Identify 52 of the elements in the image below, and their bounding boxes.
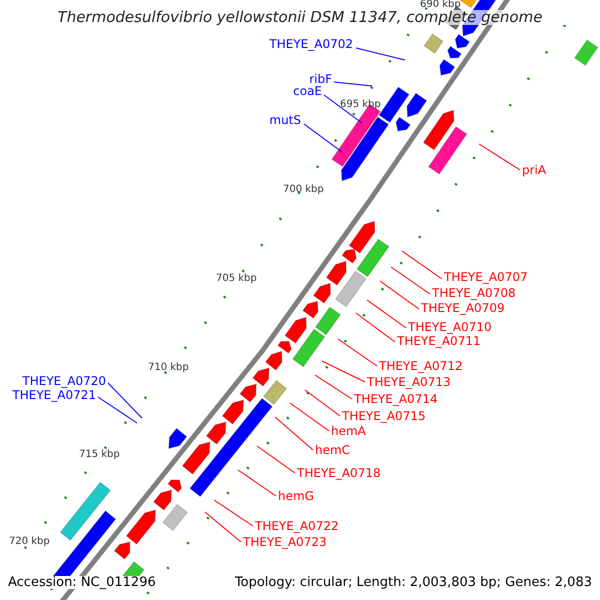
gene-label: THEYE_A0722 [255, 520, 339, 532]
gene-label: THEYE_A0710 [408, 321, 492, 333]
gene-label: THEYE_A0720 [22, 375, 106, 387]
gene-label: THEYE_A0714 [354, 393, 438, 405]
gene-label: hemC [315, 444, 350, 456]
leader-line [402, 250, 442, 280]
accession-text: Accession: NC_011296 [8, 576, 156, 589]
gene-label: THEYE_A0715 [342, 410, 426, 422]
gene-label: THEYE_A0707 [444, 271, 528, 283]
leader-line [274, 416, 314, 450]
scale-label: 705 kbp [216, 274, 257, 284]
leader-line [390, 266, 430, 294]
gene-label: hemG [278, 490, 314, 502]
leader-line [338, 338, 378, 366]
leader-line [366, 300, 406, 328]
gene-label: THEYE_A0709 [421, 302, 505, 314]
scale-label: 710 kbp [148, 363, 189, 373]
gene-label: priA [522, 164, 546, 176]
leader-line [204, 512, 242, 542]
leader-line [356, 312, 396, 342]
gene-label: THEYE_A0723 [243, 536, 327, 548]
gene-label: THEYE_A0702 [269, 38, 353, 50]
scale-label: 700 kbp [283, 185, 324, 195]
leader-line [322, 360, 366, 382]
scale-label: 695 kbp [340, 100, 381, 110]
leader-line [334, 82, 372, 86]
leader-line [304, 124, 342, 152]
leader-line [290, 402, 330, 432]
gene-label: THEYE_A0708 [432, 287, 516, 299]
leader-line [214, 500, 254, 526]
gene-label: THEYE_A0713 [367, 376, 451, 388]
gene-label: THEYE_A0718 [297, 467, 381, 479]
leader-line [98, 396, 138, 424]
leader-line [314, 374, 352, 400]
scale-label: 720 kbp [9, 537, 50, 547]
leader-line [238, 470, 276, 496]
leader-line [380, 280, 420, 310]
scale-label: 715 kbp [79, 450, 120, 460]
leader-line [356, 48, 406, 60]
gene-label: ribF [309, 73, 332, 85]
leader-line [304, 390, 340, 416]
genome-stats-text: Topology: circular; Length: 2,003,803 bp; Genes: 2,083 [234, 576, 592, 589]
gene-label: THEYE_A0711 [397, 335, 481, 347]
leader-line [324, 94, 362, 124]
leader-line [108, 382, 142, 418]
gene-label: THEYE_A0712 [379, 360, 463, 372]
gene-label: mutS [269, 114, 301, 126]
leader-line [478, 144, 520, 170]
gene-label: coaE [293, 85, 322, 97]
gene-label: THEYE_A0721 [12, 389, 96, 401]
gene-label: hemA [331, 425, 366, 437]
leader-line [256, 446, 296, 474]
